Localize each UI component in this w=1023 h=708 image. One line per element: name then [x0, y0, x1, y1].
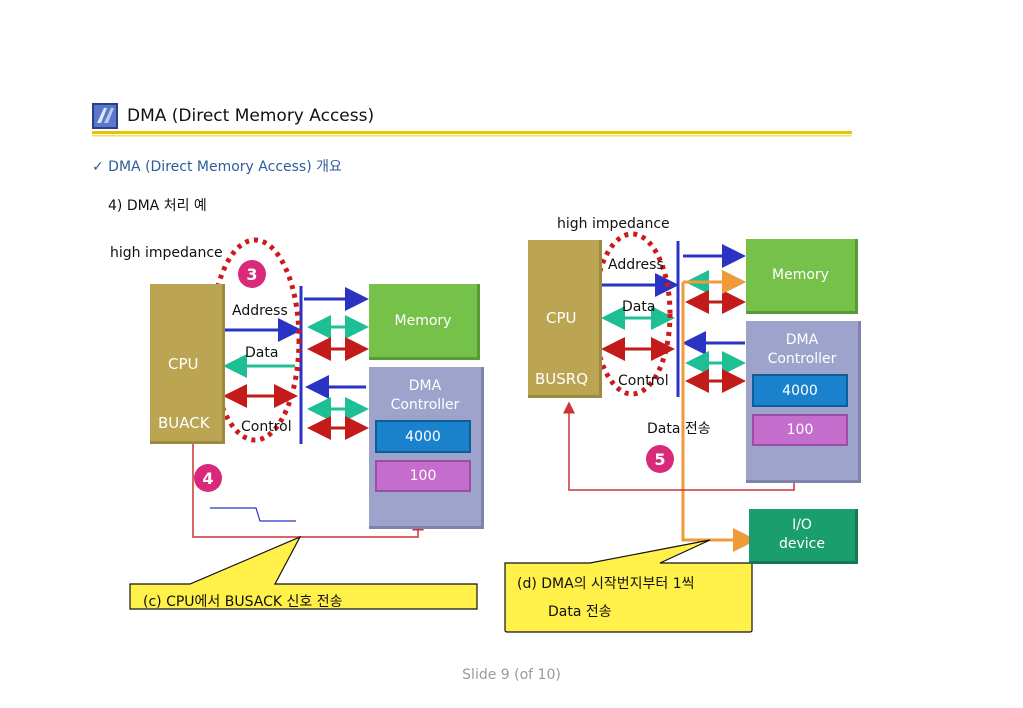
right-data-transfer-label: Data 전송: [647, 421, 711, 437]
right-dma-controller-label: DMA Controller: [767, 332, 837, 367]
right-busrq-label: BUSRQ: [535, 370, 589, 388]
slide-footer: Slide 9 (of 10): [462, 667, 561, 683]
logo-icon: [92, 103, 118, 129]
left-callout-text: (c) CPU에서 BUSACK 신호 전송: [143, 594, 343, 610]
left-step-badge-3: 3: [238, 260, 266, 288]
right-io-device-label: I/O device: [779, 517, 825, 552]
left-address-label: Address: [232, 303, 288, 319]
left-signal-waveform: [210, 507, 296, 522]
left-cpu-block: [150, 284, 225, 444]
title-rule: [92, 131, 852, 137]
left-count-register: 100: [375, 460, 471, 492]
section-heading: 4) DMA 처리 예: [108, 198, 207, 214]
left-callout-shape: [129, 535, 478, 610]
left-address-register: 4000: [375, 420, 471, 453]
right-data-label: Data: [622, 299, 656, 315]
right-memory-block: Memory: [746, 239, 858, 314]
left-step-badge-4: 4: [194, 464, 222, 492]
right-callout-line1: (d) DMA의 시작번지부터 1씩: [517, 576, 695, 592]
left-memory-block: Memory: [369, 284, 480, 360]
right-address-label: Address: [608, 257, 664, 273]
left-cpu-label: CPU: [168, 355, 199, 373]
right-count-register: 100: [752, 414, 848, 446]
left-high-impedance-label: high impedance: [110, 245, 223, 261]
left-buack-label: BUACK: [158, 414, 210, 432]
page-title: DMA (Direct Memory Access): [127, 106, 375, 126]
right-cpu-label: CPU: [546, 309, 577, 327]
left-dma-controller-label: DMA Controller: [390, 378, 460, 413]
right-callout-line2: Data 전송: [548, 604, 612, 620]
right-address-register: 4000: [752, 374, 848, 407]
left-data-label: Data: [245, 345, 279, 361]
right-callout-shape: [504, 539, 753, 633]
left-control-label: Control: [241, 419, 292, 435]
right-cpu-block: [528, 240, 602, 398]
right-control-label: Control: [618, 373, 669, 389]
right-step-badge-5: 5: [646, 445, 674, 473]
right-io-device-block: I/O device: [749, 509, 858, 564]
right-high-impedance-label: high impedance: [557, 216, 670, 232]
right-data-transfer-path: [681, 282, 757, 552]
subtitle: ✓ DMA (Direct Memory Access) 개요: [92, 159, 342, 175]
